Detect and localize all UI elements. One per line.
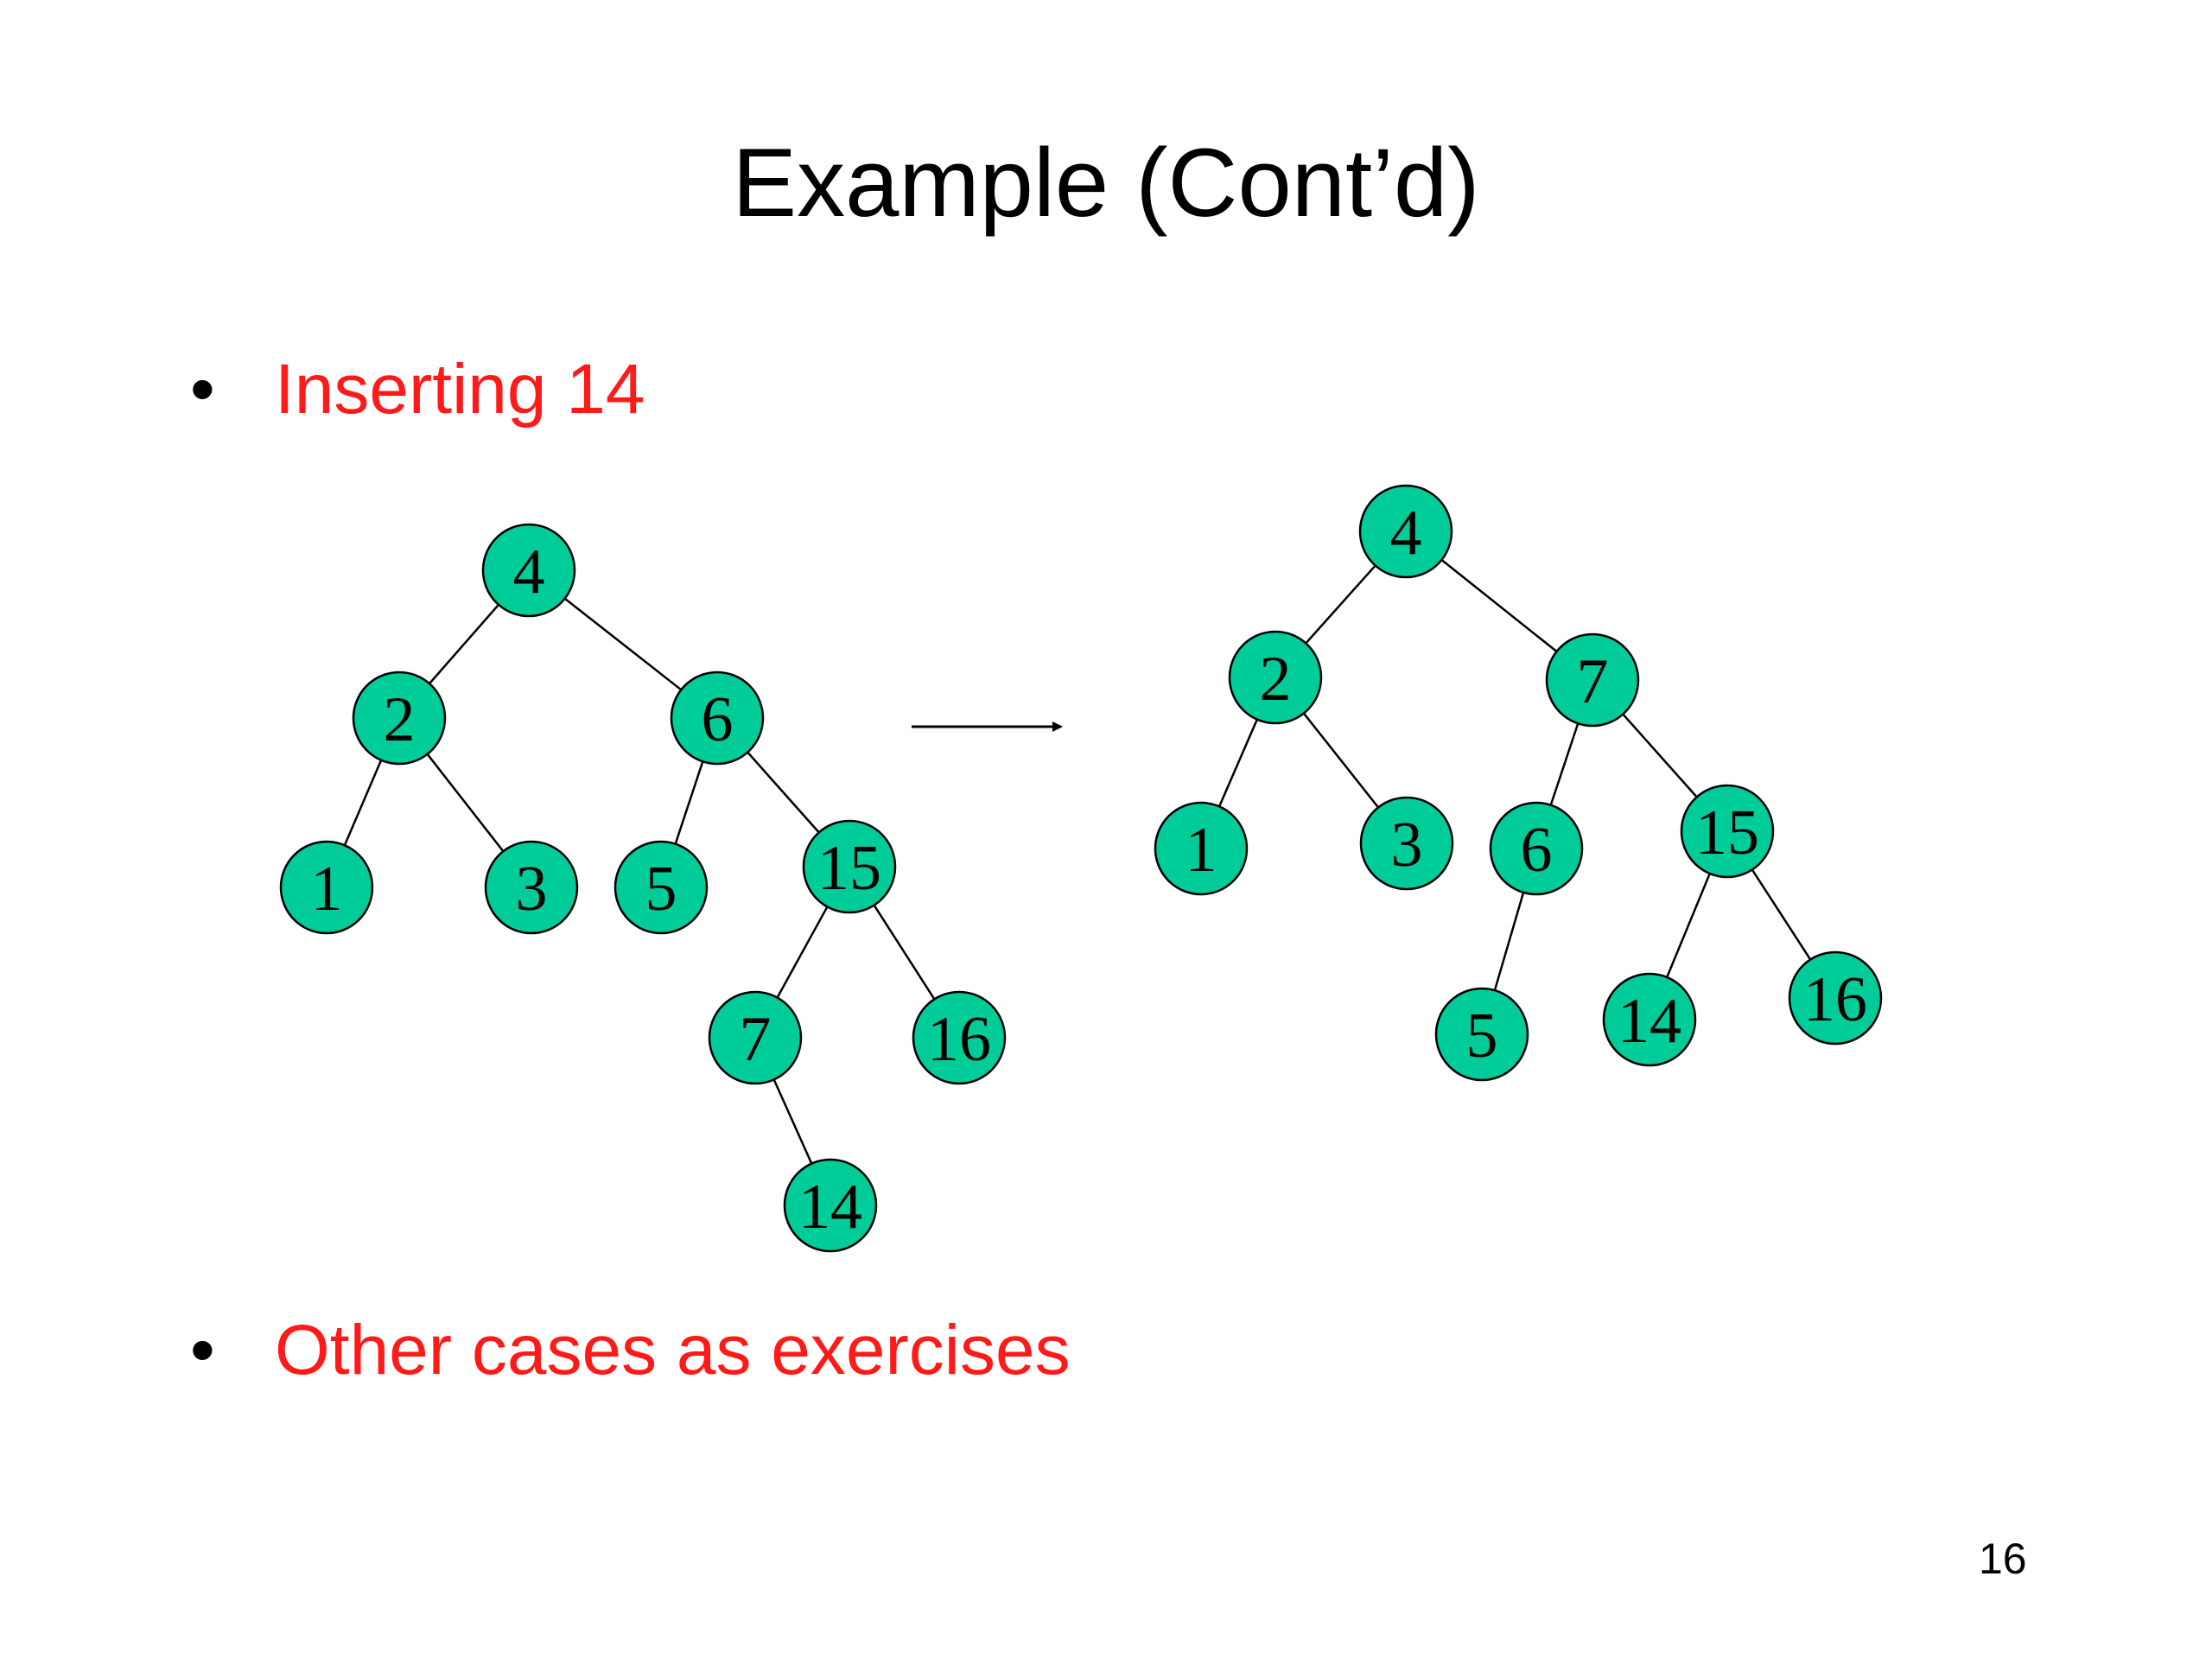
- node-circle: [1489, 801, 1584, 896]
- node-circle: [481, 523, 576, 618]
- node-label: 2: [1260, 644, 1292, 715]
- node-label: 1: [311, 854, 343, 925]
- node-circle: [1154, 801, 1249, 896]
- tree-node-5: 5: [1434, 987, 1529, 1082]
- tree-edge: [563, 597, 686, 694]
- node-circle: [279, 840, 374, 935]
- tree-node-5: 5: [613, 840, 709, 935]
- bullet-icon: •: [190, 1311, 215, 1389]
- tree-edge: [1301, 564, 1376, 648]
- tree-edge: [773, 906, 829, 1002]
- node-circle: [708, 990, 803, 1085]
- tree-node-3: 3: [1359, 796, 1454, 891]
- tree-edge: [772, 1078, 815, 1168]
- tree-node-16: 16: [912, 990, 1007, 1085]
- node-circle: [912, 990, 1007, 1085]
- tree-edge: [873, 904, 938, 1004]
- node-circle: [1358, 484, 1453, 579]
- tree-edge: [1751, 868, 1815, 964]
- page-number: 16: [1979, 1535, 2027, 1583]
- tree-before-insertion: 4 2 6 1 3 5 15 7 16 14: [279, 523, 1007, 1253]
- slide-title: Example (Cont’d): [732, 129, 1480, 237]
- node-circle: [1434, 987, 1529, 1082]
- node-circle: [1359, 796, 1454, 891]
- tree-node-3: 3: [484, 840, 579, 935]
- node-label: 5: [645, 854, 677, 925]
- tree-node-4: 4: [1358, 484, 1453, 579]
- node-label: 14: [1618, 986, 1681, 1057]
- bullet-text: Inserting 14: [275, 350, 645, 429]
- node-label: 4: [513, 537, 545, 607]
- node-label: 7: [1577, 646, 1609, 717]
- tree-node-15: 15: [1680, 784, 1775, 879]
- tree-node-14: 14: [783, 1158, 878, 1253]
- node-label: 15: [1695, 798, 1759, 868]
- tree-edge: [1548, 722, 1580, 810]
- node-circle: [352, 671, 447, 766]
- tree-node-16: 16: [1788, 950, 1883, 1046]
- node-label: 5: [1466, 1001, 1498, 1071]
- node-circle: [670, 671, 765, 766]
- node-circle: [783, 1158, 878, 1253]
- node-circle: [1602, 972, 1697, 1067]
- tree-node-1: 1: [1154, 801, 1249, 896]
- bullet-text: Other cases as exercises: [275, 1311, 1071, 1389]
- tree-node-2: 2: [1228, 630, 1323, 725]
- tree-node-2: 2: [352, 671, 447, 766]
- node-label: 14: [798, 1172, 862, 1243]
- node-label: 15: [817, 833, 881, 904]
- tree-edge: [1216, 719, 1259, 811]
- tree-edge: [1302, 712, 1382, 812]
- node-label: 2: [384, 684, 416, 755]
- tree-edge: [1440, 559, 1561, 656]
- tree-node-6: 6: [1489, 801, 1584, 896]
- node-label: 1: [1185, 815, 1217, 886]
- tree-edge: [672, 760, 704, 849]
- tree-node-6: 6: [670, 671, 765, 766]
- tree-edge: [747, 751, 823, 837]
- node-label: 3: [516, 854, 548, 925]
- node-label: 6: [702, 684, 734, 755]
- node-label: 3: [1391, 810, 1423, 880]
- tree-after-rotation: 4 2 7 1 3 6 15 5 14 16: [1154, 484, 1883, 1082]
- tree-node-4: 4: [481, 523, 576, 618]
- node-circle: [1228, 630, 1323, 725]
- tree-node-7: 7: [708, 990, 803, 1085]
- tree-edge: [426, 753, 507, 856]
- node-label: 16: [1803, 964, 1867, 1035]
- node-label: 6: [1521, 815, 1553, 886]
- tree-node-14: 14: [1602, 972, 1697, 1067]
- node-label: 4: [1390, 498, 1422, 569]
- node-circle: [613, 840, 709, 935]
- node-circle: [802, 819, 897, 914]
- node-circle: [1545, 632, 1640, 728]
- tree-edge: [1664, 873, 1711, 982]
- tree-node-15: 15: [802, 819, 897, 914]
- tree-node-1: 1: [279, 840, 374, 935]
- node-circle: [1680, 784, 1775, 879]
- tree-edge: [1622, 713, 1701, 802]
- node-label: 16: [927, 1004, 991, 1075]
- node-circle: [1788, 950, 1883, 1046]
- tree-edge: [425, 604, 499, 688]
- tree-node-7: 7: [1545, 632, 1640, 728]
- bullet-inserting: •Inserting 14: [190, 354, 645, 425]
- tree-edge: [1492, 892, 1525, 995]
- node-label: 7: [740, 1004, 772, 1075]
- bullet-other-cases: •Other cases as exercises: [190, 1315, 1071, 1386]
- bullet-icon: •: [190, 350, 215, 429]
- tree-edge: [341, 760, 383, 850]
- node-circle: [484, 840, 579, 935]
